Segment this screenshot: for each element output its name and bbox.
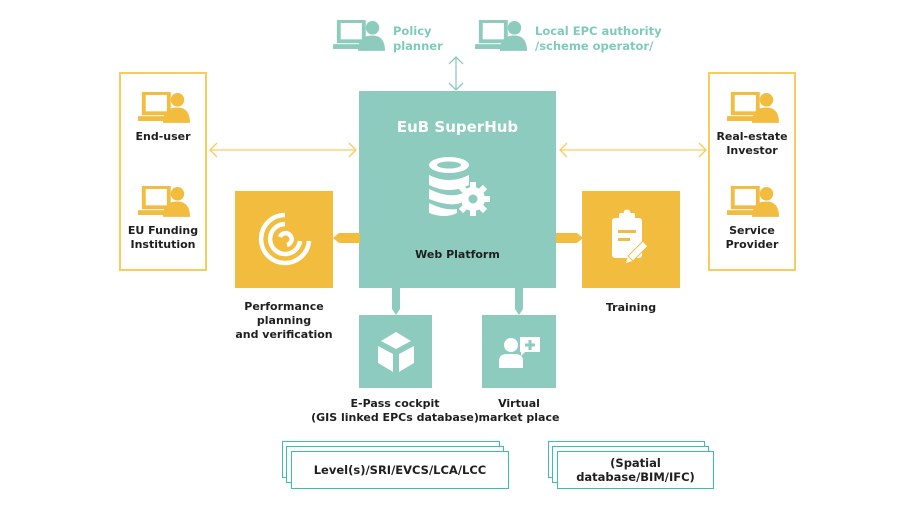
- cube-icon: [378, 332, 414, 372]
- computer-user-icon: [475, 20, 527, 51]
- epass-module-box: [359, 315, 432, 388]
- real-estate-investor-label: Real-estate Investor: [710, 130, 794, 158]
- label-line: Real-estate: [716, 130, 788, 143]
- epass-module-label: E-Pass cockpit (GIS linked EPCs database…: [310, 397, 480, 425]
- connector-arrow-down-epass: [392, 288, 400, 315]
- label-line: planning: [256, 314, 312, 327]
- stack-card-text: (Spatial database/BIM/IFC): [557, 451, 714, 489]
- label-line: Policy: [393, 24, 432, 38]
- training-module-box: [582, 191, 680, 288]
- hub-title: EuB SuperHub: [396, 118, 519, 136]
- label-line: EU Funding: [127, 224, 199, 237]
- user-add-chat-icon: [499, 337, 540, 368]
- left-stakeholders-box: End-user EU Funding Institution: [119, 72, 207, 271]
- top-actor-local-epc-authority-label: Local EPC authority /scheme operator/: [535, 24, 662, 54]
- performance-module-box: [235, 191, 333, 288]
- label-line: market place: [478, 411, 560, 424]
- market-module-label: Virtual market place: [472, 397, 566, 425]
- clipboard-pencil-icon: [612, 209, 650, 264]
- label-line: E-Pass cockpit: [350, 397, 440, 410]
- label-line: (Spatial: [610, 456, 661, 470]
- right-stakeholders-box: Real-estate Investor Service Provider: [708, 72, 796, 271]
- computer-user-icon: [727, 92, 779, 123]
- label-line: /scheme operator/: [535, 39, 654, 53]
- eu-funding-institution-label: EU Funding Institution: [121, 224, 205, 252]
- connector-arrow-down-market: [515, 288, 523, 315]
- connector-arrow-left: [333, 233, 360, 243]
- stack-card-text: Level(s)/SRI/EVCS/LCA/LCC: [313, 463, 487, 477]
- computer-user-icon: [138, 186, 190, 217]
- top-actor-policy-planner-label: Policy planner: [393, 24, 443, 54]
- label-line: Virtual: [498, 397, 540, 410]
- training-module-label: Training: [605, 301, 657, 314]
- label-line: Investor: [726, 144, 778, 157]
- top-actor-local-epc-authority: [475, 20, 527, 51]
- stack-card-front: [291, 451, 509, 489]
- vertical-double-arrow-icon: [448, 56, 464, 91]
- right-double-arrow-icon: [559, 142, 707, 158]
- label-line: Provider: [725, 238, 779, 251]
- label-line: Service: [729, 224, 775, 237]
- computer-user-icon: [727, 186, 779, 217]
- label-line: Local EPC authority: [535, 24, 662, 38]
- label-line: Performance: [244, 300, 324, 313]
- left-double-arrow-icon: [209, 142, 357, 158]
- database-gear-icon: [429, 157, 490, 216]
- hub-subtitle: Web Platform: [415, 248, 500, 261]
- label-line: (GIS linked EPCs database): [311, 411, 479, 424]
- end-user-label: End-user: [135, 130, 191, 143]
- top-actor-policy-planner: [333, 20, 385, 51]
- label-line: and verification: [235, 328, 333, 341]
- performance-module-label: Performance planning and verification: [224, 300, 344, 342]
- computer-user-icon: [138, 92, 190, 123]
- spiral-target-icon: [258, 212, 312, 266]
- superhub-box: EuB SuperHub Web Platform: [359, 91, 556, 288]
- label-line: planner: [393, 39, 443, 53]
- computer-user-icon: [333, 20, 385, 51]
- stack-card-front: [557, 451, 714, 489]
- label-line: database/BIM/IFC): [576, 470, 695, 484]
- market-module-box: [482, 315, 556, 388]
- connector-arrow-right: [556, 233, 583, 243]
- service-provider-label: Service Provider: [710, 224, 794, 252]
- label-line: Institution: [130, 238, 196, 251]
